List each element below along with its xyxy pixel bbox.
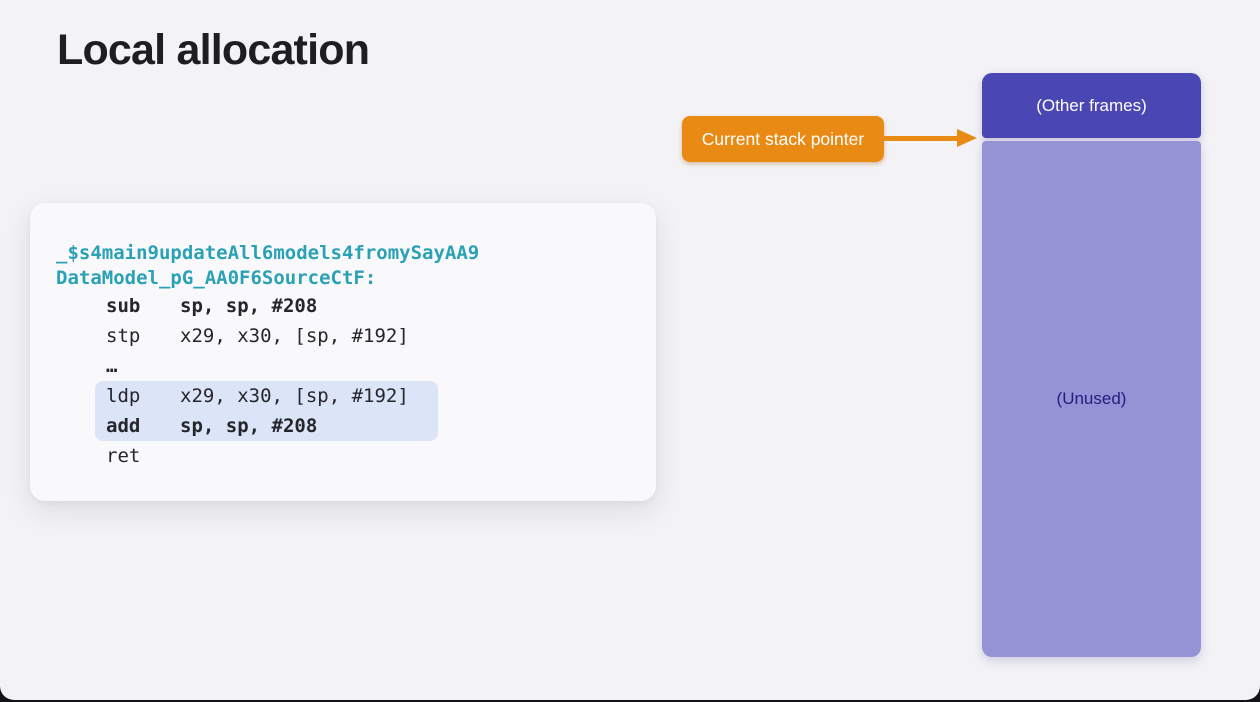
code-line-stp: stp x29, x30, [sp, #192] xyxy=(56,321,656,351)
stack-other-frames-box: (Other frames) xyxy=(982,73,1201,138)
operands: sp, sp, #208 xyxy=(180,295,318,317)
code-line-ret: ret xyxy=(56,441,656,471)
page-title: Local allocation xyxy=(57,26,370,74)
mnemonic: sub xyxy=(106,295,141,317)
assembly-code-card: _$s4main9updateAll6models4fromySayAA9 Da… xyxy=(30,203,656,501)
callout-arrow-head-icon xyxy=(957,129,977,147)
function-symbol-line-1: _$s4main9updateAll6models4fromySayAA9 xyxy=(56,242,480,264)
operands: x29, x30, [sp, #192] xyxy=(180,385,409,407)
mnemonic: add xyxy=(106,415,141,437)
code-line-ldp: ldp x29, x30, [sp, #192] xyxy=(95,381,438,411)
epilogue-highlight: ldp x29, x30, [sp, #192] add sp, sp, #208 xyxy=(95,381,438,441)
mnemonic: ldp xyxy=(106,385,141,407)
callout-arrow-line xyxy=(884,136,957,141)
mnemonic: ret xyxy=(106,445,141,467)
current-stack-pointer-callout: Current stack pointer xyxy=(682,116,884,162)
function-symbol-line-2: DataModel_pG_AA0F6SourceCtF: xyxy=(56,267,377,289)
other-frames-label: (Other frames) xyxy=(1036,95,1147,115)
callout-label: Current stack pointer xyxy=(701,128,865,149)
mnemonic: stp xyxy=(106,325,141,347)
operands: sp, sp, #208 xyxy=(180,415,318,437)
code-line-ellipsis: … xyxy=(106,355,119,377)
operands: x29, x30, [sp, #192] xyxy=(180,325,409,347)
code-line-add: add sp, sp, #208 xyxy=(95,411,438,441)
stack-diagram: (Other frames) (Unused) xyxy=(982,73,1201,657)
stack-unused-box: (Unused) xyxy=(982,141,1201,657)
unused-label: (Unused) xyxy=(1056,389,1127,408)
code-line-sub: sub sp, sp, #208 xyxy=(56,291,656,321)
